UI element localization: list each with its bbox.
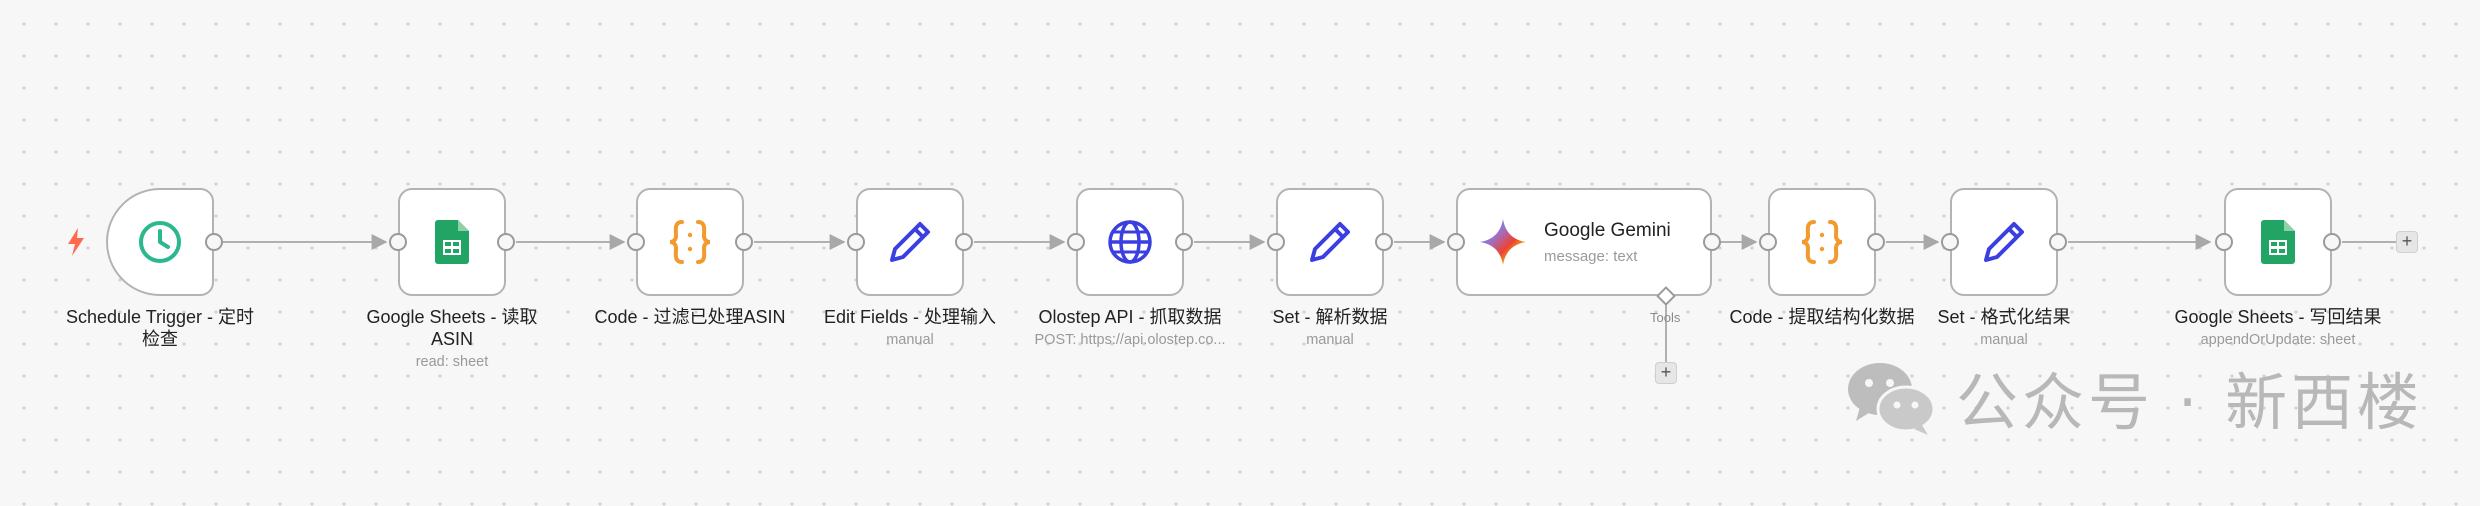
node-google-sheets-write[interactable] <box>2224 188 2332 296</box>
input-port[interactable] <box>1447 233 1465 251</box>
google-sheets-icon <box>435 220 469 264</box>
node-title-sheets-write: Google Sheets - 写回结果 <box>2174 307 2382 327</box>
output-port[interactable] <box>205 233 223 251</box>
node-title-gemini: Google Gemini <box>1544 219 1671 241</box>
input-port[interactable] <box>1067 233 1085 251</box>
code-braces-icon <box>669 220 711 264</box>
gemini-text: Google Gemini message: text <box>1544 220 1671 265</box>
title-line: Google Sheets - 读取 <box>366 307 538 327</box>
watermark: 公众号 · 新西楼 <box>1846 352 2423 442</box>
node-subtitle-sheets-write: appendOrUpdate: sheet <box>2200 332 2356 348</box>
add-tool-button[interactable]: + <box>1655 362 1677 384</box>
globe-icon <box>1108 220 1152 264</box>
node-title-code-filter: Code - 过滤已处理ASIN <box>594 307 786 327</box>
node-code-filter[interactable] <box>636 188 744 296</box>
node-subtitle-edit-fields: manual <box>886 332 934 348</box>
google-sheets-icon <box>2261 220 2295 264</box>
output-port[interactable] <box>1375 233 1393 251</box>
add-node-button[interactable]: + <box>2396 231 2418 253</box>
input-port[interactable] <box>847 233 865 251</box>
output-port[interactable] <box>735 233 753 251</box>
node-subtitle-gemini: message: text <box>1544 247 1638 265</box>
node-title-olostep: Olostep API - 抓取数据 <box>1038 307 1222 327</box>
pencil-icon <box>1984 222 2024 262</box>
input-port[interactable] <box>627 233 645 251</box>
node-set-format[interactable] <box>1950 188 2058 296</box>
trigger-bolt-icon <box>68 228 84 256</box>
node-subtitle-sheets-read: read: sheet <box>415 354 489 370</box>
output-port[interactable] <box>2323 233 2341 251</box>
tools-label: Tools <box>1650 310 1681 325</box>
pencil-icon <box>1310 222 1350 262</box>
node-title-code-extract: Code - 提取结构化数据 <box>1729 307 1915 327</box>
watermark-text: 公众号 · 新西楼 <box>1956 366 2424 439</box>
output-port[interactable] <box>1867 233 1885 251</box>
input-port[interactable] <box>2215 233 2233 251</box>
clock-icon <box>139 221 181 263</box>
title-line: 检查 <box>142 329 178 349</box>
wechat-logo-icon <box>1848 363 1936 435</box>
node-title-set-format: Set - 格式化结果 <box>1937 307 2071 327</box>
title-line: Schedule Trigger - 定时 <box>65 307 255 327</box>
node-olostep-api[interactable] <box>1076 188 1184 296</box>
node-title-set-parse: Set - 解析数据 <box>1272 307 1388 327</box>
node-title-schedule: Schedule Trigger - 定时 检查 <box>45 306 275 350</box>
output-port[interactable] <box>955 233 973 251</box>
input-port[interactable] <box>1759 233 1777 251</box>
output-port[interactable] <box>1175 233 1193 251</box>
code-braces-icon <box>1801 220 1843 264</box>
pencil-icon <box>890 222 930 262</box>
node-edit-fields[interactable] <box>856 188 964 296</box>
output-port[interactable] <box>2049 233 2067 251</box>
input-port[interactable] <box>1267 233 1285 251</box>
output-port[interactable] <box>497 233 515 251</box>
node-title-sheets-read: Google Sheets - 读取 ASIN <box>332 306 572 350</box>
node-subtitle-olostep: POST: https://api.olostep.co... <box>1034 332 1226 348</box>
output-port[interactable] <box>1703 233 1721 251</box>
input-port[interactable] <box>389 233 407 251</box>
node-subtitle-set-parse: manual <box>1306 332 1354 348</box>
input-port[interactable] <box>1941 233 1959 251</box>
node-title-edit-fields: Edit Fields - 处理输入 <box>823 307 997 327</box>
node-set-parse[interactable] <box>1276 188 1384 296</box>
node-code-extract[interactable] <box>1768 188 1876 296</box>
node-google-gemini[interactable]: Google Gemini message: text <box>1456 188 1712 296</box>
title-line: ASIN <box>430 329 473 349</box>
gemini-sparkle-icon <box>1480 219 1526 265</box>
node-subtitle-set-format: manual <box>1980 332 2028 348</box>
node-schedule-trigger[interactable] <box>106 188 214 296</box>
node-google-sheets-read[interactable] <box>398 188 506 296</box>
